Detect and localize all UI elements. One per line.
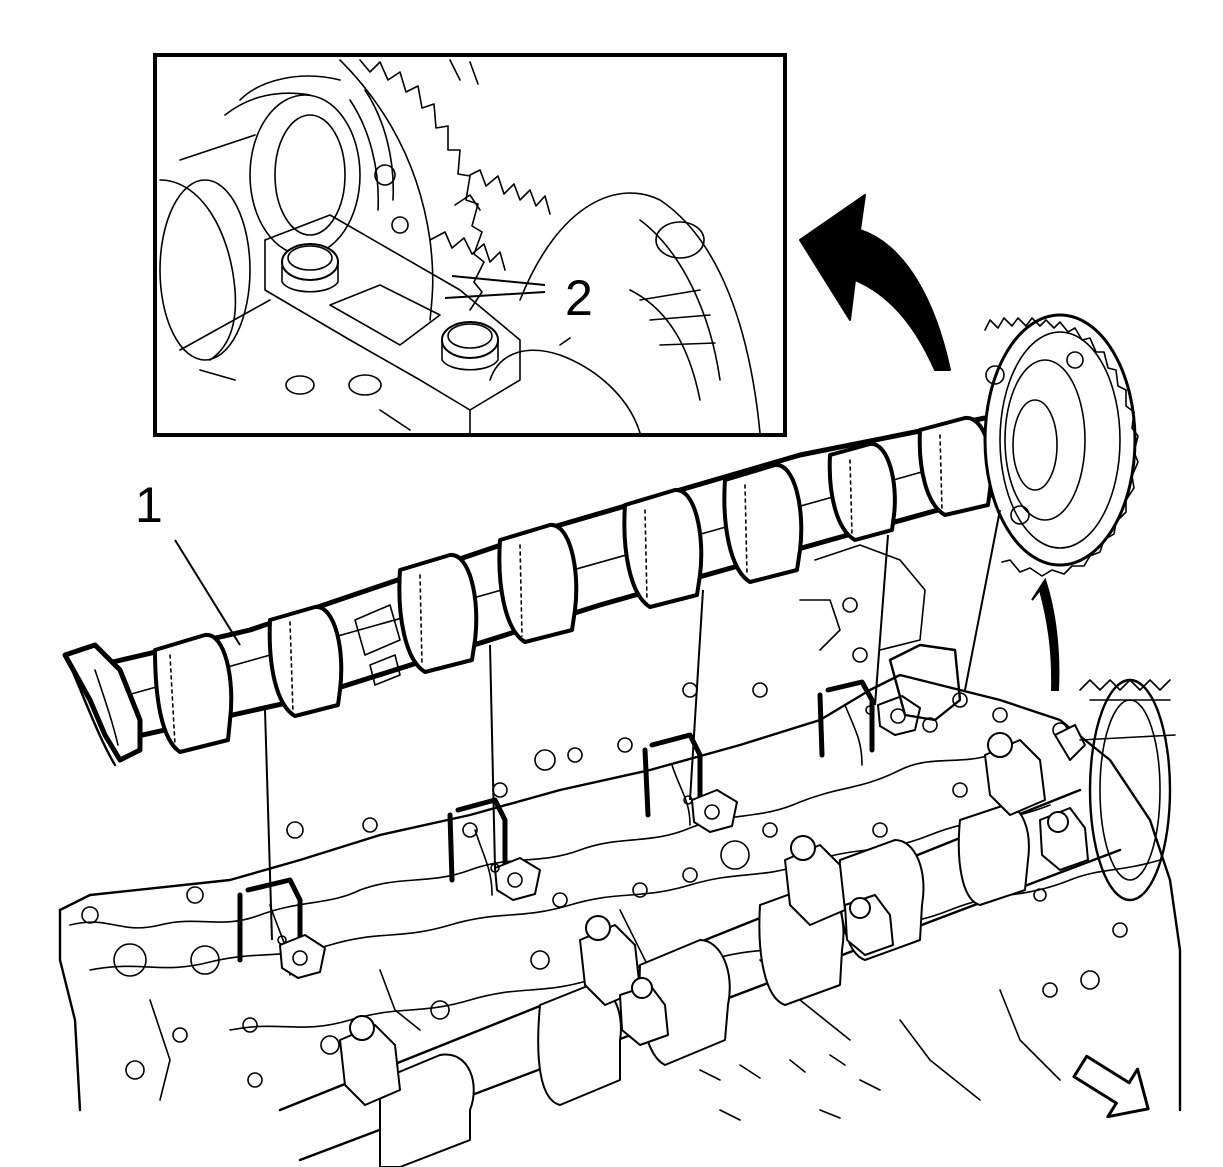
secondary-curved-arrow-icon	[1031, 577, 1060, 691]
installed-camshaft	[278, 678, 1176, 1167]
callout-1-leader	[174, 539, 241, 646]
callout-label-camshaft: 1	[135, 477, 163, 533]
front-direction-arrow-icon	[1072, 1054, 1150, 1119]
camshaft	[62, 412, 1013, 767]
installed-cam-gear	[1079, 678, 1176, 902]
camshaft-lobes	[153, 416, 994, 754]
callout-label-bearing-marks: 2	[565, 270, 593, 326]
inset-detail-view	[153, 53, 787, 437]
alignment-lines	[264, 509, 1001, 941]
camshaft-gear	[983, 313, 1139, 577]
curved-arrow-icon	[799, 194, 951, 371]
callout-2-leaders	[444, 275, 546, 299]
